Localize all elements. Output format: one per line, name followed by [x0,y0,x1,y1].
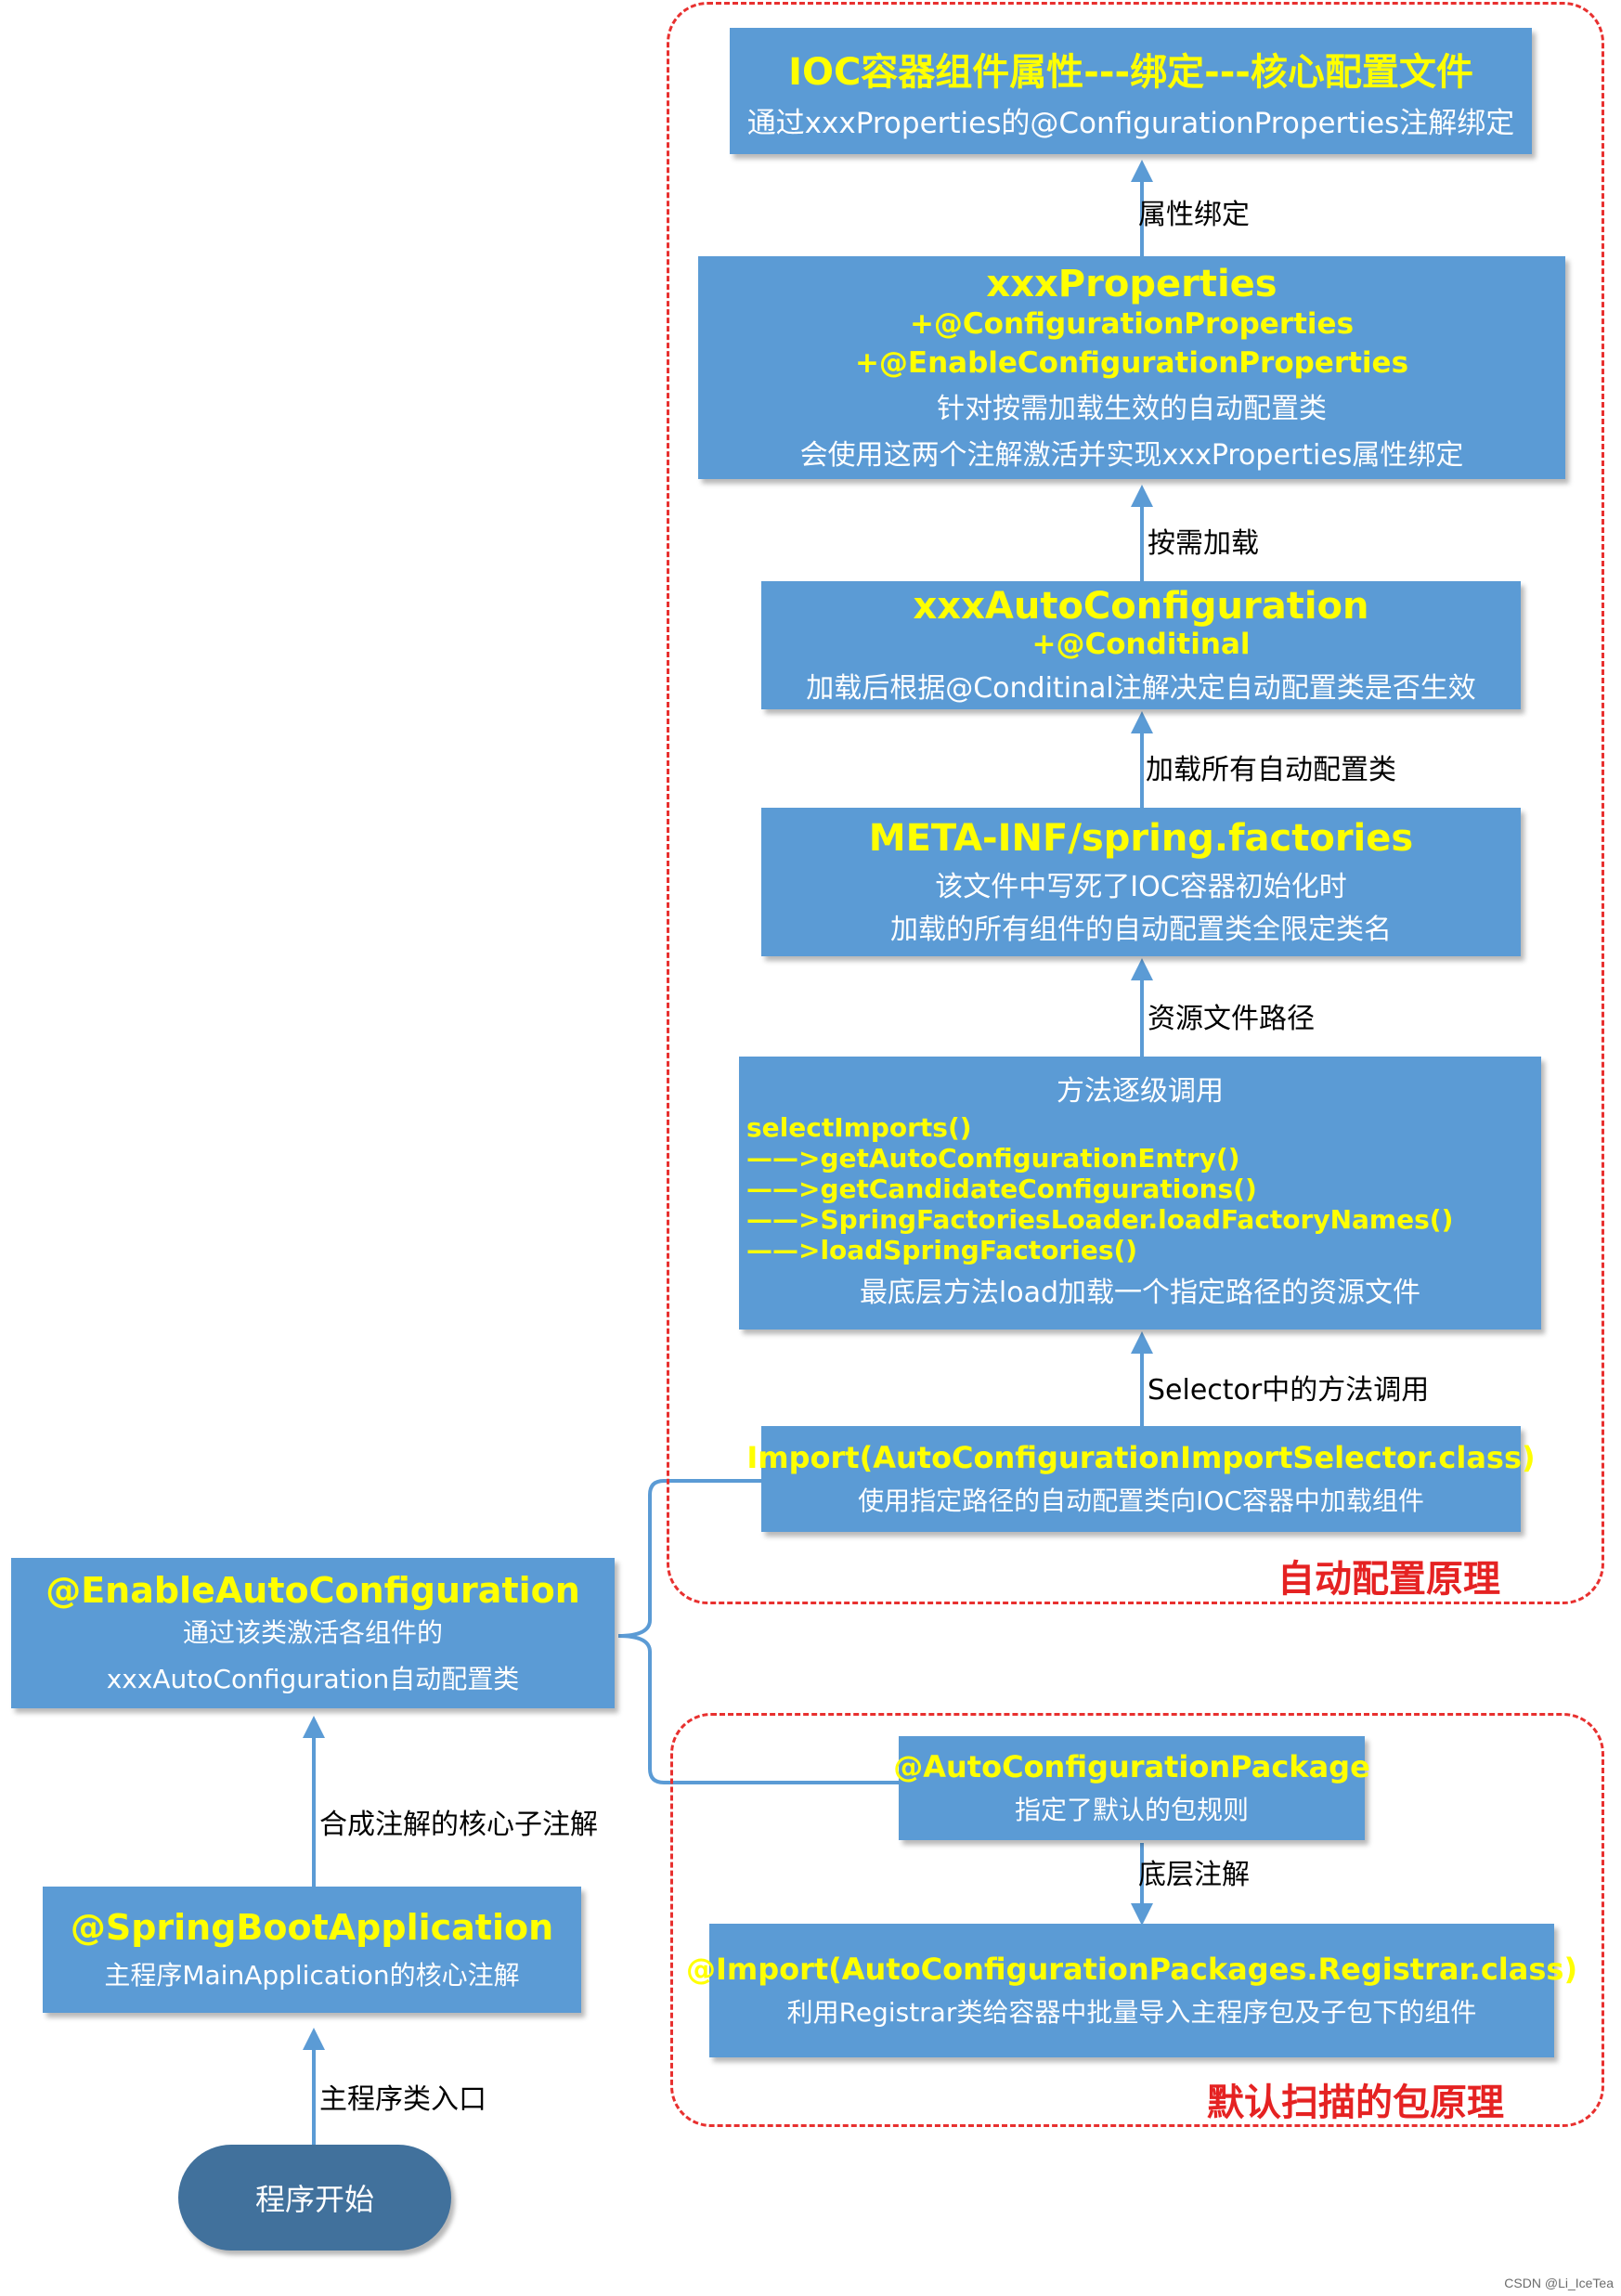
edge-label-load-all: 加载所有自动配置类 [1146,754,1396,786]
conditional-annotation: +@Conditinal [1031,628,1251,661]
edge-label-on-demand: 按需加载 [1148,527,1259,560]
edge-label-selector-call: Selector中的方法调用 [1148,1374,1430,1407]
edge-label-main-entry: 主程序类入口 [319,2083,486,2116]
registrar-import-box: @Import(AutoConfigurationPackages.Regist… [686,1924,1577,2057]
method-chain-box: 方法逐级调用 selectImports() ——>getAutoConfigu… [739,1057,1541,1330]
enable-auto-configuration-desc-1: 通过该类激活各组件的 [182,1617,443,1648]
auto-configuration-package-title: @AutoConfigurationPackage [893,1749,1370,1784]
method-call-select-imports: selectImports() [746,1112,972,1143]
auto-config-region [667,2,1604,1604]
springboot-application-box: @SpringBootApplication 主程序MainApplicatio… [43,1887,581,2013]
springboot-application-title: @SpringBootApplication [70,1907,554,1948]
enable-auto-configuration-desc-2: xxxAutoConfiguration自动配置类 [106,1664,520,1694]
arrowhead-on-demand [1131,485,1153,507]
method-call-get-auto-configuration-entry: ——>getAutoConfigurationEntry() [746,1143,1240,1174]
package-scan-region-label: 默认扫描的包原理 [1207,2082,1504,2124]
xxx-autoconfiguration-desc: 加载后根据@Conditinal注解决定自动配置类是否生效 [806,672,1476,705]
xxx-properties-desc-1: 针对按需加载生效的自动配置类 [937,393,1327,425]
arrowhead-main-entry [303,2028,325,2050]
auto-configuration-package-box: @AutoConfigurationPackage 指定了默认的包规则 [893,1736,1370,1840]
arrowhead-binding [1131,160,1153,182]
xxx-properties-box: xxxProperties +@ConfigurationProperties … [698,256,1565,479]
program-start-label: 程序开始 [254,2182,374,2217]
xxx-autoconfiguration-box: xxxAutoConfiguration +@Conditinal 加载后根据@… [761,581,1521,709]
enable-auto-configuration-box: @EnableAutoConfiguration 通过该类激活各组件的 xxxA… [11,1558,615,1708]
import-selector-desc: 使用指定路径的自动配置类向IOC容器中加载组件 [858,1485,1424,1516]
configuration-properties-annotation: +@ConfigurationProperties [909,307,1355,341]
auto-config-region-label: 自动配置原理 [1277,1558,1500,1601]
import-selector-title: Import(AutoConfigurationImportSelector.c… [746,1440,1536,1475]
method-call-load-factory-names: ——>SpringFactoriesLoader.loadFactoryName… [746,1204,1454,1235]
arrowhead-selector-call [1131,1331,1153,1354]
method-chain-heading: 方法逐级调用 [1057,1075,1224,1108]
edge-label-underlying: 底层注解 [1138,1859,1250,1891]
program-start-node: 程序开始 [178,2145,451,2251]
arrowhead-underlying [1131,1903,1153,1926]
import-selector-box: Import(AutoConfigurationImportSelector.c… [746,1426,1536,1532]
package-scan-region [670,1713,1604,2127]
spring-factories-title: META-INF/spring.factories [868,817,1414,860]
edge-label-resource-path: 资源文件路径 [1148,1003,1315,1035]
footer-watermark: CSDN @Li_IceTea [1504,2276,1614,2290]
edge-label-core-sub-annotation: 合成注解的核心子注解 [319,1809,598,1841]
spring-factories-desc-1: 该文件中写死了IOC容器初始化时 [935,871,1347,903]
spring-factories-desc-2: 加载的所有组件的自动配置类全限定类名 [890,914,1392,946]
method-call-load-spring-factories: ——>loadSpringFactories() [746,1235,1138,1265]
method-chain-desc: 最底层方法load加载一个指定路径的资源文件 [859,1277,1421,1309]
arrowhead-core-sub-annotation [303,1716,325,1738]
enable-configuration-properties-annotation: +@EnableConfigurationProperties [854,346,1409,380]
method-call-get-candidate-configurations: ——>getCandidateConfigurations() [746,1174,1257,1204]
arrowhead-resource-path [1131,958,1153,980]
ioc-container-box: IOC容器组件属性---绑定---核心配置文件 通过xxxProperties的… [730,28,1532,154]
brace-connector [617,1479,901,1784]
xxx-autoconfiguration-title: xxxAutoConfiguration [913,585,1369,628]
registrar-import-title: @Import(AutoConfigurationPackages.Regist… [685,1952,1578,1987]
registrar-import-desc: 利用Registrar类给容器中批量导入主程序包及子包下的组件 [786,1997,1477,2028]
enable-auto-configuration-title: @EnableAutoConfiguration [45,1570,580,1611]
springboot-application-desc: 主程序MainApplication的核心注解 [104,1960,520,1991]
xxx-properties-desc-2: 会使用这两个注解激活并实现xxxProperties属性绑定 [799,439,1464,472]
auto-configuration-package-desc: 指定了默认的包规则 [1014,1795,1249,1825]
ioc-container-desc: 通过xxxProperties的@ConfigurationProperties… [746,106,1515,140]
ioc-container-title: IOC容器组件属性---绑定---核心配置文件 [788,50,1473,94]
spring-factories-box: META-INF/spring.factories 该文件中写死了IOC容器初始… [761,808,1521,956]
edge-label-binding: 属性绑定 [1138,199,1250,231]
xxx-properties-title: xxxProperties [986,263,1277,305]
arrowhead-load-all [1131,711,1153,733]
